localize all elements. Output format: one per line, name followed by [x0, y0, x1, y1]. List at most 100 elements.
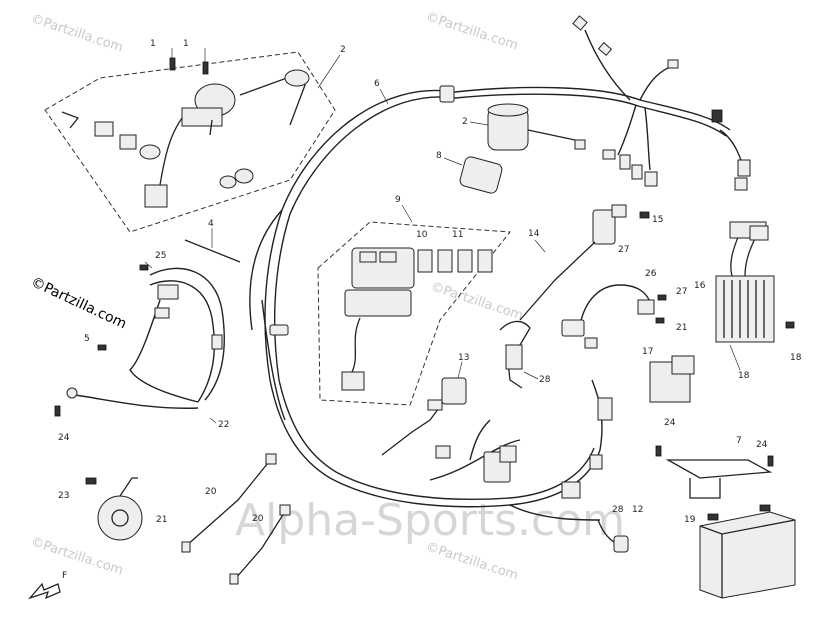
ignition-coil-tab	[611, 204, 627, 218]
watermark-top-right: ©Partzilla.com	[424, 10, 520, 54]
callout-15: 15	[652, 215, 663, 225]
fuse-slot-b	[379, 251, 397, 263]
callout-16: 16	[694, 281, 706, 291]
harness-tie	[711, 109, 723, 123]
top-right-connectors	[572, 15, 751, 191]
screw-21	[655, 317, 665, 324]
sub-connector-a	[157, 284, 179, 300]
relay-17: 17	[642, 347, 695, 403]
rubber-sleeve	[459, 156, 503, 194]
screw-24a	[54, 405, 61, 417]
callout-9: 9	[395, 195, 401, 205]
coil-group: 2 8 6	[374, 79, 576, 194]
lower-cluster	[435, 337, 613, 499]
connector-f	[631, 164, 643, 180]
relay-13-body	[441, 377, 467, 405]
callout-24-left: 24	[58, 433, 70, 443]
lead-20b-terminal	[279, 504, 291, 516]
callout-28-bottom: 28	[612, 505, 624, 515]
direction-arrow-icon: F	[27, 571, 67, 600]
ignition-key	[284, 69, 310, 87]
sensor-12-body	[613, 535, 629, 553]
callout-12: 12	[632, 505, 643, 515]
connector-c	[667, 59, 679, 69]
callout-23: 23	[58, 491, 69, 501]
callout-24-bracket-right: 24	[756, 440, 768, 450]
fuse-2	[437, 249, 453, 273]
regulator-group: 16 18 18	[694, 221, 802, 381]
callout-25: 25	[155, 251, 166, 261]
callout-18: 18	[790, 353, 802, 363]
sub-connector-b	[154, 307, 170, 319]
connector-d	[602, 149, 616, 160]
callout-5: 5	[84, 334, 90, 344]
battery-bracket: 7 24 24	[655, 418, 774, 499]
cluster-connector-f	[597, 397, 613, 421]
callout-17: 17	[642, 347, 653, 357]
lock-cylinder	[119, 134, 137, 150]
callout-24-bracket-left: 24	[664, 418, 676, 428]
screw-27	[657, 294, 667, 301]
fuse-box-group: 9 10 11	[317, 195, 511, 406]
connector-b	[597, 42, 613, 56]
relay-17-top	[671, 355, 695, 375]
cluster-connector-g	[584, 337, 598, 349]
fuse-slot-a	[359, 251, 377, 263]
callout-19: 19	[684, 515, 696, 525]
watermark-center: Alpha-Sports.com	[235, 495, 625, 546]
fuse-1	[417, 249, 433, 273]
callout-14: 14	[528, 229, 540, 239]
callout-1-left: 1	[150, 39, 156, 49]
callout-20-top: 20	[205, 487, 217, 497]
connector-g	[644, 171, 658, 187]
connector-i	[734, 177, 748, 191]
fuse-holder-base	[344, 289, 412, 317]
watermark-left-side: ©Partzilla.com	[28, 274, 129, 332]
regulator-body	[715, 275, 775, 343]
sensor-12-group: 28 12	[597, 505, 643, 553]
screw-15	[639, 211, 650, 219]
callout-21-horn: 21	[156, 515, 167, 525]
fuse-4	[477, 249, 493, 273]
watermark-top-left: ©Partzilla.com	[29, 12, 125, 56]
watermark-bottom-right: ©Partzilla.com	[424, 540, 520, 584]
screw-24b	[655, 445, 662, 457]
screw-23	[85, 477, 97, 485]
sensor-body	[637, 299, 655, 315]
callout-11: 11	[452, 230, 463, 240]
screw-5	[97, 344, 107, 351]
callout-4: 4	[208, 219, 214, 229]
ignition-connector	[144, 184, 168, 208]
connector-h	[737, 159, 751, 177]
main-harness	[249, 29, 746, 521]
callout-27-coil: 27	[618, 245, 629, 255]
callout-22: 22	[218, 420, 229, 430]
screw-25	[139, 264, 149, 271]
horn-group: 23 21	[58, 477, 167, 541]
relay-coil-top	[487, 103, 529, 117]
nut	[219, 175, 237, 189]
lead-20b-end	[229, 573, 239, 585]
screw-18	[785, 321, 795, 329]
callout-2-top: 2	[340, 45, 346, 55]
bushing	[139, 144, 161, 160]
sensor-group: 26 27 21	[561, 269, 687, 337]
leads-20: 20 20	[181, 453, 291, 585]
callout-8: 8	[436, 151, 442, 161]
battery-terminal-pos	[707, 513, 719, 521]
harness-grommet	[269, 324, 289, 336]
spark-plug-cap	[505, 344, 523, 370]
fuse-3	[457, 249, 473, 273]
callout-6: 6	[374, 79, 380, 89]
fuse-box-connector	[341, 371, 365, 391]
screw-1a	[169, 57, 176, 71]
ignition-switch-group: 1 1 2	[44, 39, 346, 233]
bracket	[94, 121, 114, 137]
regulator-plug	[749, 225, 769, 241]
cluster-connector-c	[435, 445, 451, 459]
watermark-bottom-left: ©Partzilla.com	[29, 535, 125, 579]
watermark-mid: ©Partzilla.com	[429, 280, 525, 324]
relay-13: 13	[381, 353, 469, 456]
sub-connector-c	[211, 334, 223, 350]
